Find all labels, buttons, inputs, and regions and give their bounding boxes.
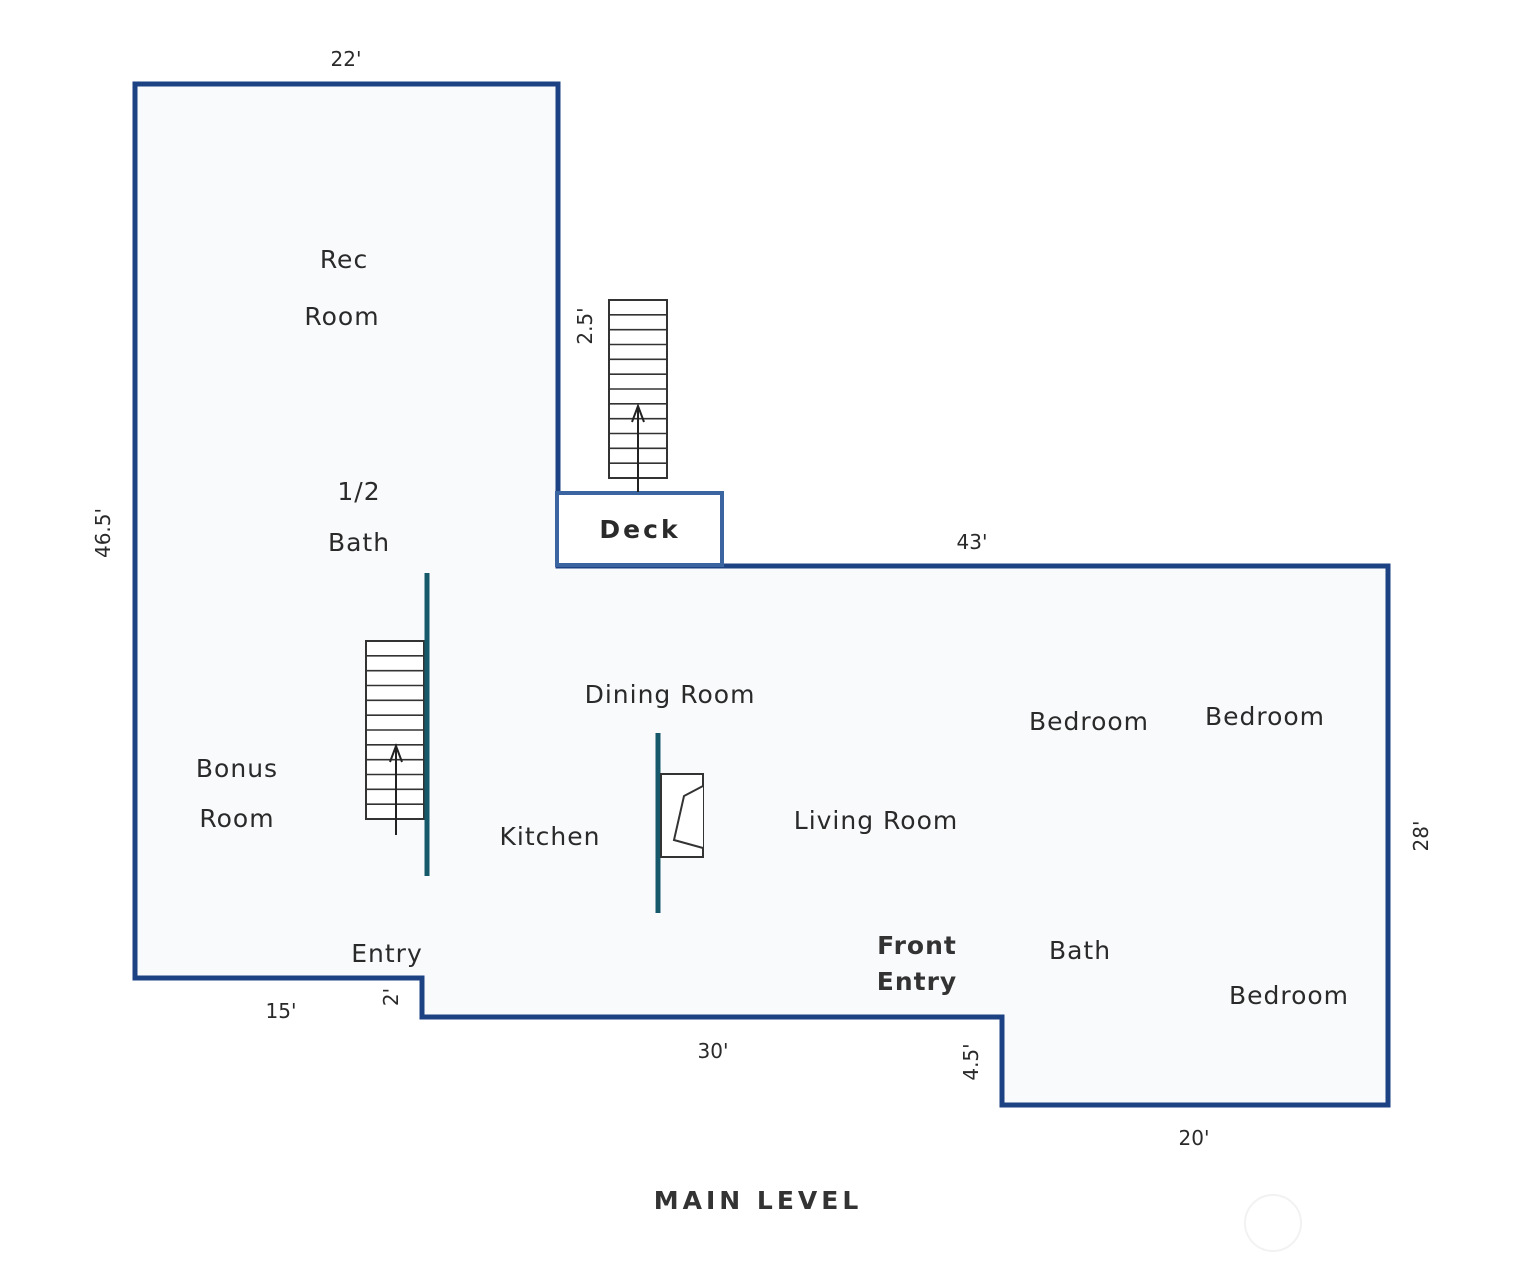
half-bath-label-2: Bath — [328, 528, 390, 557]
front-entry-label-2: Entry — [877, 967, 957, 996]
dimension-bottom-right: 20' — [1179, 1126, 1210, 1150]
dimension-right: 28' — [1409, 821, 1433, 852]
interior-stairs — [365, 640, 425, 835]
fireplace-icon — [660, 773, 704, 858]
deck-stairs — [608, 299, 668, 492]
deck-outline — [555, 491, 724, 567]
dimension-left: 46.5' — [91, 508, 115, 558]
dimension-step-right: 4.5' — [959, 1043, 983, 1080]
dining-room-label: Dining Room — [585, 680, 756, 709]
dimension-bottom-middle: 30' — [698, 1039, 729, 1063]
bedroom-label-3: Bedroom — [1229, 981, 1349, 1010]
exterior-wall — [132, 81, 1391, 1108]
deck-label: Deck — [599, 515, 680, 544]
dimension-step-left: 2' — [379, 988, 403, 1006]
living-room-label: Living Room — [794, 806, 958, 835]
bedroom-label-1: Bedroom — [1029, 707, 1149, 736]
rec-room-label: Rec — [320, 245, 368, 274]
rec-room-label-2: Room — [304, 302, 379, 331]
dimension-bottom-left: 15' — [266, 999, 297, 1023]
kitchen-label: Kitchen — [500, 822, 601, 851]
front-entry-label: Front — [877, 931, 957, 960]
half-bath-label: 1/2 — [337, 477, 380, 506]
level-caption: MAIN LEVEL — [654, 1186, 863, 1215]
bedroom-label-2: Bedroom — [1205, 702, 1325, 731]
watermark-circle — [1244, 1194, 1302, 1252]
entry-label: Entry — [351, 939, 423, 968]
dimension-stair-deck: 2.5' — [573, 307, 597, 344]
dimension-main-top: 43' — [957, 530, 988, 554]
dimension-top: 22' — [331, 47, 362, 71]
bath-label: Bath — [1049, 936, 1111, 965]
bonus-room-label: Bonus — [196, 754, 278, 783]
bonus-room-label-2: Room — [199, 804, 274, 833]
